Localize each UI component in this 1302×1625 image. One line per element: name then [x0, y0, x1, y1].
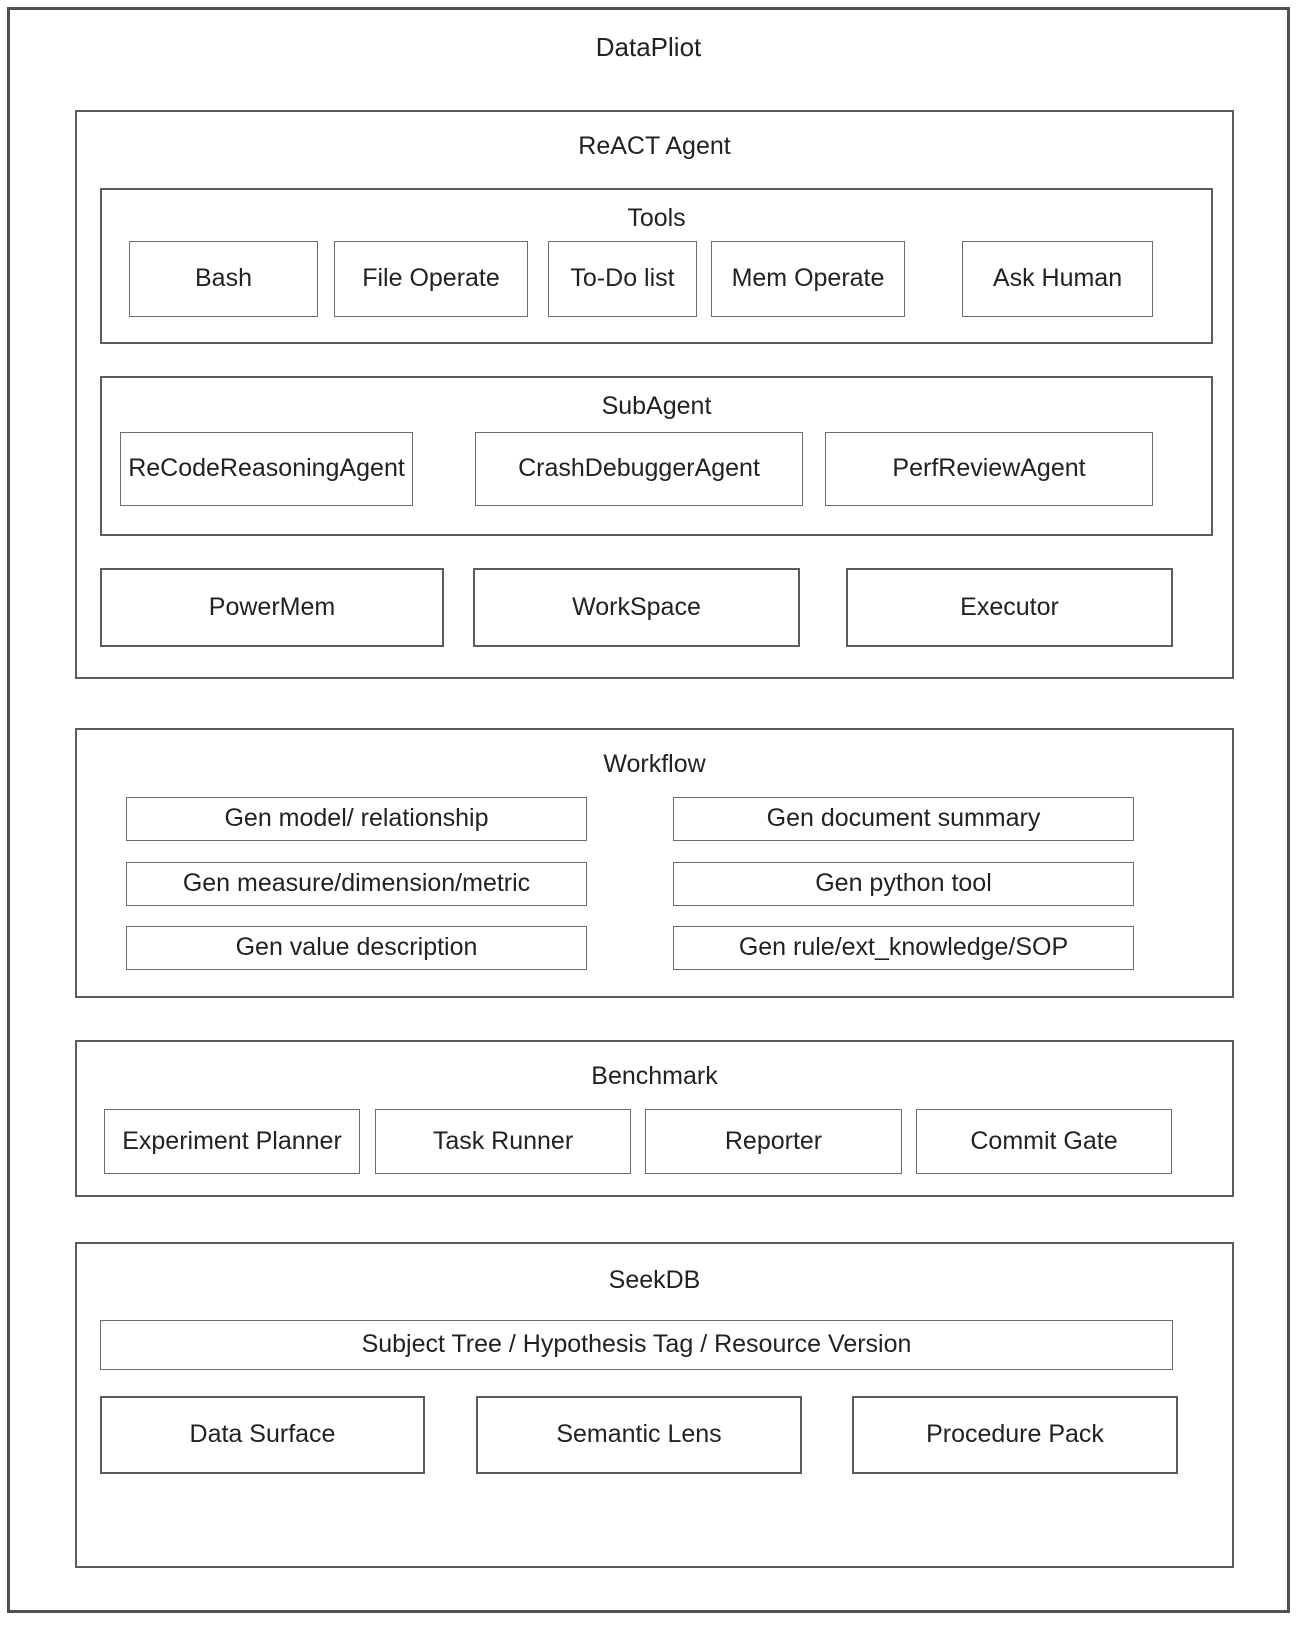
seekdb-semantic-lens[interactable]: Semantic Lens: [476, 1396, 802, 1474]
workflow-gen-document-summary[interactable]: Gen document summary: [673, 797, 1134, 841]
subagent-recodereasoningagent[interactable]: ReCodeReasoningAgent: [120, 432, 413, 506]
tool-todo-list[interactable]: To-Do list: [548, 241, 697, 317]
benchmark-commit-gate[interactable]: Commit Gate: [916, 1109, 1172, 1174]
runtime-executor[interactable]: Executor: [846, 568, 1173, 647]
tool-ask-human-label: Ask Human: [992, 264, 1123, 293]
react-agent-title: ReACT Agent: [578, 132, 731, 160]
page-title: DataPliot: [595, 32, 702, 62]
seekdb-banner[interactable]: Subject Tree / Hypothesis Tag / Resource…: [100, 1320, 1173, 1370]
subagent-group: SubAgent ReCodeReasoningAgent CrashDebug…: [100, 376, 1213, 536]
benchmark-title: Benchmark: [591, 1062, 718, 1090]
benchmark-reporter-label: Reporter: [724, 1126, 823, 1155]
benchmark-task-runner-label: Task Runner: [432, 1126, 574, 1155]
workflow-gen-value-description-label: Gen value description: [235, 933, 478, 962]
workflow-gen-model-relationship[interactable]: Gen model/ relationship: [126, 797, 587, 841]
workflow-title: Workflow: [603, 750, 706, 778]
datapliot-outer-frame: DataPliot ReACT Agent Tools Bash File Op…: [7, 7, 1290, 1613]
tools-group: Tools Bash File Operate To-Do list Mem O…: [100, 188, 1213, 344]
benchmark-reporter[interactable]: Reporter: [645, 1109, 902, 1174]
runtime-workspace[interactable]: WorkSpace: [473, 568, 800, 647]
workflow-section: Workflow Gen model/ relationship Gen mea…: [75, 728, 1234, 998]
subagent-perfreviewagent[interactable]: PerfReviewAgent: [825, 432, 1153, 506]
tool-file-operate[interactable]: File Operate: [334, 241, 528, 317]
seekdb-procedure-pack[interactable]: Procedure Pack: [852, 1396, 1178, 1474]
seekdb-title: SeekDB: [608, 1266, 701, 1294]
react-agent-section: ReACT Agent Tools Bash File Operate To-D…: [75, 110, 1234, 679]
seekdb-semantic-lens-label: Semantic Lens: [556, 1420, 722, 1449]
workflow-gen-measure-dimension-metric-label: Gen measure/dimension/metric: [182, 869, 531, 898]
workflow-gen-document-summary-label: Gen document summary: [766, 804, 1041, 833]
seekdb-data-surface-label: Data Surface: [189, 1420, 336, 1449]
seekdb-procedure-pack-label: Procedure Pack: [926, 1420, 1104, 1449]
subagent-title: SubAgent: [601, 392, 712, 420]
benchmark-section: Benchmark Experiment Planner Task Runner…: [75, 1040, 1234, 1197]
workflow-gen-measure-dimension-metric[interactable]: Gen measure/dimension/metric: [126, 862, 587, 906]
benchmark-commit-gate-label: Commit Gate: [970, 1126, 1118, 1155]
runtime-powermem-label: PowerMem: [208, 592, 336, 621]
benchmark-experiment-planner[interactable]: Experiment Planner: [104, 1109, 360, 1174]
seekdb-banner-label: Subject Tree / Hypothesis Tag / Resource…: [361, 1330, 912, 1359]
workflow-gen-rule-ext-knowledge-sop-label: Gen rule/ext_knowledge/SOP: [738, 933, 1069, 962]
tool-bash[interactable]: Bash: [129, 241, 318, 317]
benchmark-task-runner[interactable]: Task Runner: [375, 1109, 631, 1174]
benchmark-experiment-planner-label: Experiment Planner: [122, 1126, 342, 1155]
workflow-gen-value-description[interactable]: Gen value description: [126, 926, 587, 970]
seekdb-data-surface[interactable]: Data Surface: [100, 1396, 425, 1474]
workflow-gen-python-tool-label: Gen python tool: [815, 869, 992, 898]
workflow-gen-model-relationship-label: Gen model/ relationship: [224, 804, 489, 833]
tools-title: Tools: [627, 204, 686, 232]
subagent-crashdebuggeragent[interactable]: CrashDebuggerAgent: [475, 432, 803, 506]
workflow-gen-rule-ext-knowledge-sop[interactable]: Gen rule/ext_knowledge/SOP: [673, 926, 1134, 970]
subagent-crashdebuggeragent-label: CrashDebuggerAgent: [518, 454, 760, 483]
subagent-perfreviewagent-label: PerfReviewAgent: [892, 454, 1086, 483]
tool-mem-operate-label: Mem Operate: [731, 264, 885, 293]
runtime-powermem[interactable]: PowerMem: [100, 568, 444, 647]
seekdb-section: SeekDB Subject Tree / Hypothesis Tag / R…: [75, 1242, 1234, 1568]
tool-mem-operate[interactable]: Mem Operate: [711, 241, 905, 317]
runtime-executor-label: Executor: [960, 592, 1059, 621]
subagent-recodereasoningagent-label: ReCodeReasoningAgent: [128, 454, 405, 483]
workflow-gen-python-tool[interactable]: Gen python tool: [673, 862, 1134, 906]
tool-todo-list-label: To-Do list: [570, 264, 675, 293]
tool-bash-label: Bash: [195, 264, 252, 293]
tool-file-operate-label: File Operate: [362, 264, 500, 293]
tool-ask-human[interactable]: Ask Human: [962, 241, 1153, 317]
runtime-workspace-label: WorkSpace: [572, 592, 701, 621]
